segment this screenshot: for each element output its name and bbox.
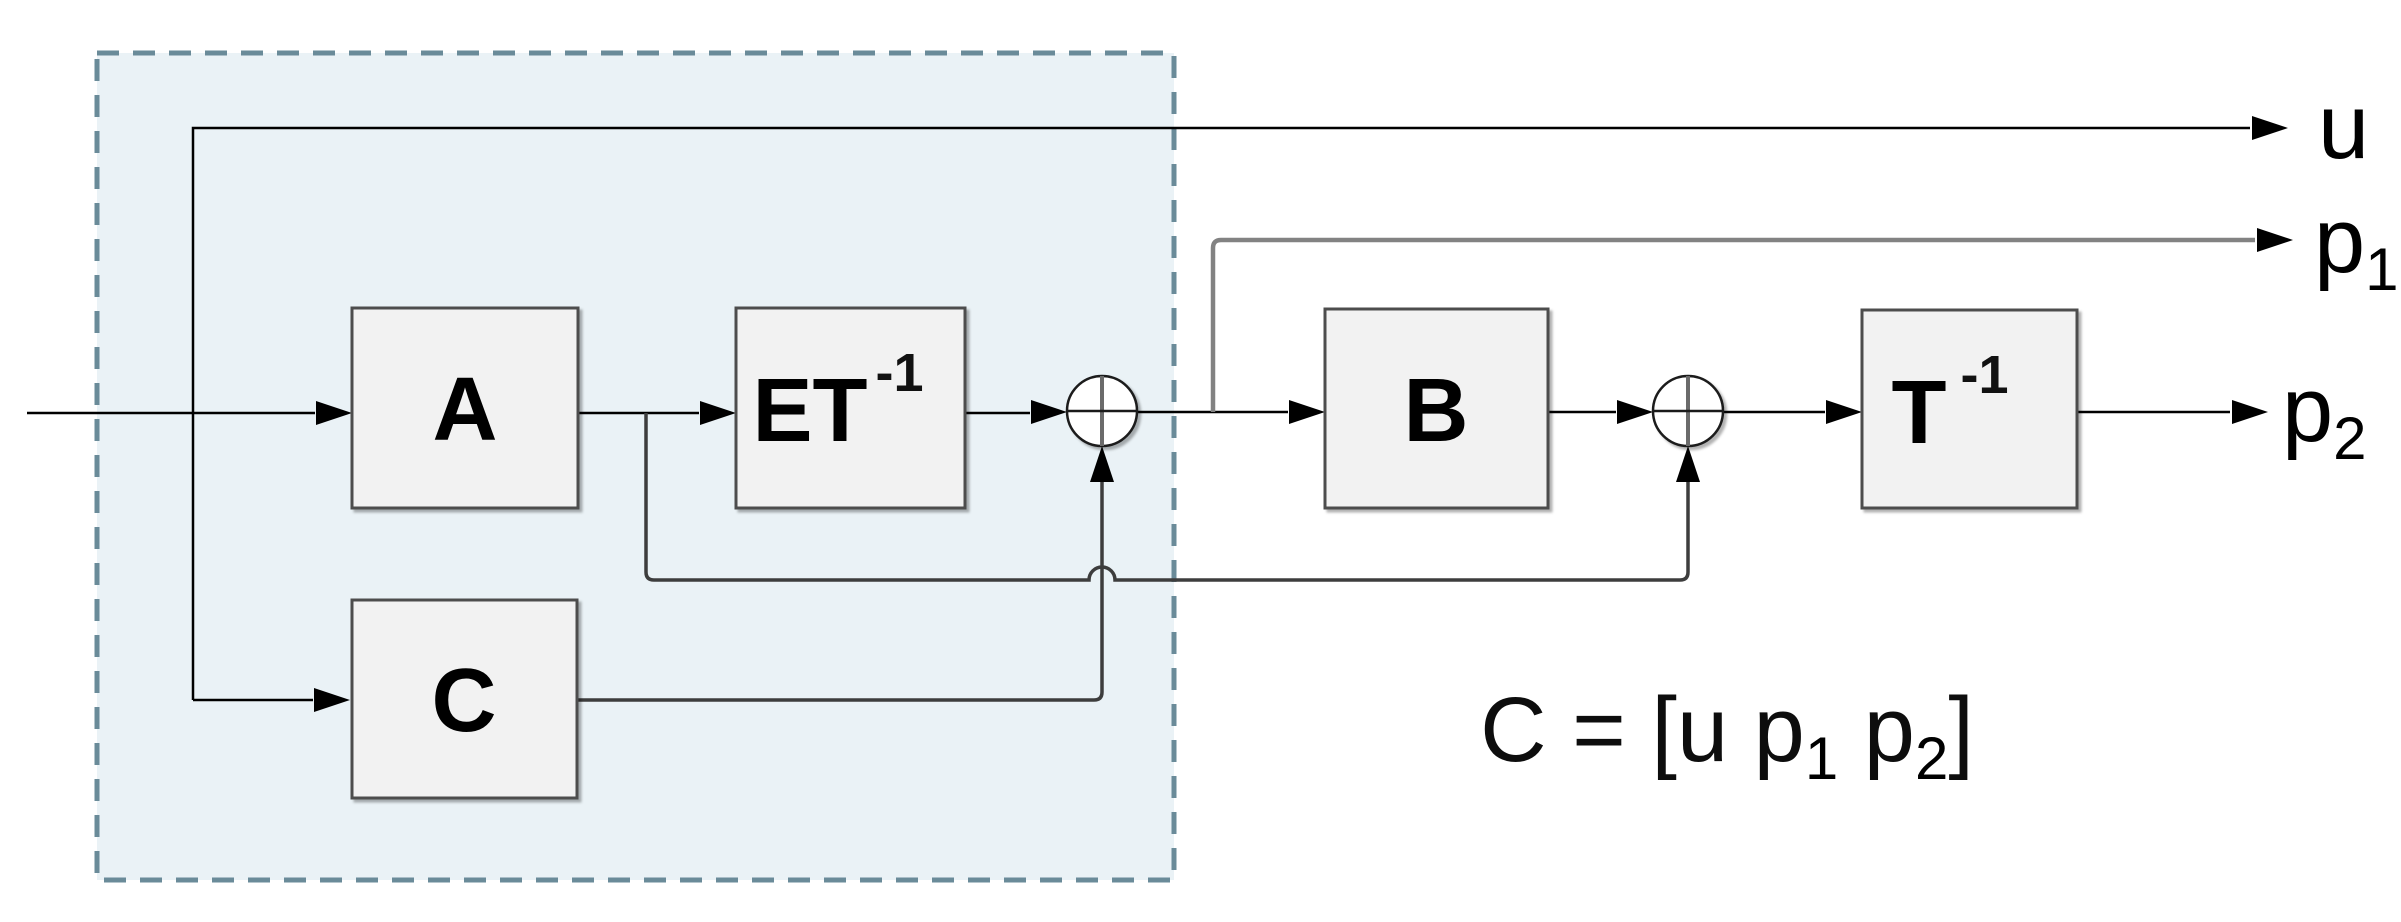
sum-junction-2 [1651,374,1725,448]
equation-subscript-2: 2 [1915,725,1948,792]
block-et-label-main: ET [752,361,867,461]
block-b-label: B [1404,361,1469,461]
output-label-p2-main: p [2282,359,2333,461]
p1-branch-edge [1210,228,2293,412]
c-output-edge [577,446,1114,702]
block-a-box [350,306,580,510]
input-edge [27,401,352,425]
equation-suffix: ] [1948,679,1974,781]
arrowhead-into-b [1289,400,1325,424]
arrowhead-into-sum1-bottom [1090,446,1114,482]
block-b: B [1323,307,1550,510]
arrowhead-into-t [1826,400,1862,424]
system-boundary-box [94,50,1177,883]
block-t-label: T-1 [1892,345,2009,463]
block-et-inverse: ET-1 [734,306,967,510]
equation-subscript-1: 1 [1805,725,1838,792]
c-output-line [577,482,1104,702]
arrowhead-into-a [316,401,352,425]
p1-line [1210,237,2255,412]
output-label-p1-main: p [2314,190,2365,292]
arrowhead-into-sum1 [1031,400,1067,424]
block-c: C [350,598,579,800]
block-c-label: C [432,651,497,751]
block-b-box [1323,307,1550,510]
u-line [191,126,2250,700]
et-to-sum1-edge [965,400,1067,424]
arrowhead-p2-output [2232,400,2268,424]
sum-junction-1 [1065,374,1139,448]
output-label-u: u [2318,76,2369,178]
arrowhead-p1-output [2257,228,2293,252]
arrowhead-into-et [700,401,736,425]
block-t-superscript: -1 [1960,345,2008,405]
output-label-p1-subscript: 1 [2365,236,2398,303]
output-label-p2-subscript: 2 [2333,405,2366,472]
arrowhead-into-sum2-bottom [1676,446,1700,482]
equation-prefix: C = [u p [1480,679,1805,781]
block-t-label-main: T [1892,363,1947,463]
block-a: A [350,306,580,510]
equation-mid: p [1838,679,1915,781]
u-branch-edge [191,116,2288,712]
block-a-label: A [433,360,498,460]
block-et-label: ET-1 [752,343,923,461]
arrowhead-into-sum2 [1617,400,1653,424]
output-label-p1: p1 [2314,190,2399,303]
t-to-p2-edge [2077,400,2268,424]
arrowhead-u-output [2252,116,2288,140]
a-to-et-edge [578,401,736,425]
block-et-superscript: -1 [876,343,924,403]
sum2-to-t-edge [1723,400,1862,424]
arrowhead-into-c [314,688,350,712]
b-to-sum2-edge [1548,400,1653,424]
output-label-p2: p2 [2282,359,2367,472]
block-et-box [734,306,967,510]
system-equation: C = [u p1 p2] [1480,679,1974,792]
block-c-box [350,598,579,800]
block-t-box [1860,308,2079,510]
block-t-inverse: T-1 [1860,308,2079,510]
